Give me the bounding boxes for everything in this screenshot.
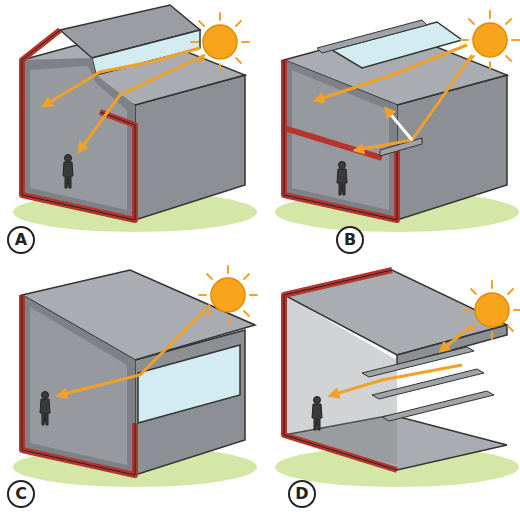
panel-letter: D	[295, 486, 308, 502]
panel-label: D	[288, 480, 316, 508]
panel-letter: B	[344, 232, 356, 248]
panel-label: B	[336, 226, 364, 254]
panel-c	[13, 266, 257, 487]
panel-letter: A	[15, 232, 27, 248]
panel-b	[275, 11, 519, 232]
panel-letter: C	[15, 486, 27, 502]
panel-d	[275, 270, 520, 487]
panel-label: C	[7, 480, 35, 508]
panel-label: A	[7, 226, 35, 254]
panel-a	[13, 5, 257, 232]
